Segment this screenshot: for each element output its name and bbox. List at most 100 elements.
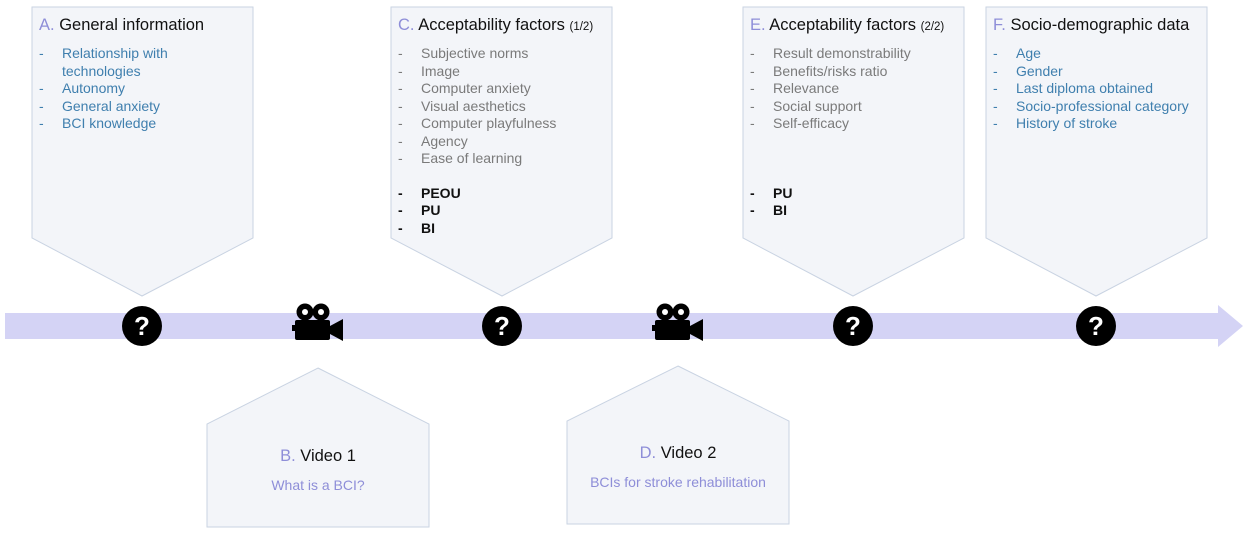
list-item: - Agency (398, 133, 610, 151)
list-item-text: Agency (421, 132, 468, 149)
dash-bullet: - (750, 62, 755, 79)
box-c-shape (390, 6, 613, 297)
list-item: -Subjective norms (398, 45, 610, 63)
list-item: - Benefits/risks ratio (750, 63, 962, 81)
dash-bullet: - (398, 219, 403, 236)
section-title: Video 2 (660, 444, 717, 462)
section-letter: F. (993, 16, 1006, 34)
item-list: - Result demonstrability - Benefits/risks r… (750, 45, 962, 133)
list-item-text: Relationship with (62, 45, 168, 61)
section-title: Acceptability factors (418, 16, 565, 34)
question-circle-icon: ? (833, 306, 873, 346)
list-item-text: Age (1016, 45, 1041, 61)
section-suffix: (2/2) (920, 21, 945, 33)
list-item-text: Last diploma obtained (1016, 80, 1153, 96)
video-1-subtitle: What is a BCI? (271, 477, 365, 493)
dash-bullet: - (39, 45, 44, 61)
dash-bullet: - (398, 45, 403, 61)
list-item-text: Image (421, 62, 460, 79)
list-item: -Autonomy (39, 80, 249, 98)
svg-text:?: ? (494, 311, 510, 341)
video-2-title: D. Video 2 (567, 444, 789, 463)
section-letter: E. (750, 16, 766, 34)
dash-bullet: - (398, 150, 403, 166)
dash-bullet: - (750, 115, 755, 131)
dash-bullet: - (750, 184, 755, 201)
dash-bullet: - (39, 97, 44, 114)
list-item: - Last diploma obtained (993, 80, 1205, 98)
dash-bullet: - (398, 115, 403, 131)
list-item-text: Relevance (773, 80, 840, 96)
dash-bullet: - (993, 115, 998, 131)
section-letter: B. (280, 447, 296, 465)
list-item: - Visual aesthetics (398, 98, 610, 116)
list-item-text: Visual aesthetics (421, 97, 526, 114)
list-item: - General anxiety (39, 98, 249, 116)
box-acceptability-factors-2: E. Acceptability factors (2/2) - Result d… (750, 16, 962, 220)
box-d-shape (566, 365, 790, 525)
section-letter: D. (639, 444, 657, 462)
list-item: - Relationship with (39, 45, 249, 63)
dash-bullet: - (398, 184, 403, 201)
box-title: F. Socio-demographic data (993, 16, 1205, 35)
list-item: -Relevance (750, 80, 962, 98)
list-item: - BI (398, 220, 610, 238)
video-camera-icon (652, 303, 703, 341)
dash-bullet: - (39, 80, 44, 96)
section-title: General information (59, 16, 205, 34)
list-item: -Socio-professional category (993, 98, 1205, 116)
box-general-information: A. General information - Relationship wit… (39, 16, 249, 133)
item-list: -Subjective norms-Image-Computer anxiety… (398, 45, 610, 168)
box-acceptability-factors-1: C. Acceptability factors (1/2) -Subjecti… (398, 16, 610, 237)
box-title: C. Acceptability factors (1/2) (398, 16, 610, 35)
list-item-text: Benefits/risks ratio (773, 62, 888, 79)
box-f-shape (985, 6, 1208, 297)
list-item: - Gender (993, 63, 1205, 81)
dash-bullet: - (398, 202, 403, 218)
list-item-text: BI (421, 219, 435, 236)
dash-bullet: - (750, 202, 755, 218)
list-item-text: Computer playfulness (421, 115, 557, 131)
svg-text:?: ? (134, 311, 150, 341)
video-1-title: B. Video 1 (207, 447, 429, 466)
list-item: - Social support (750, 98, 962, 116)
box-a-shape (31, 6, 254, 297)
video-camera-icon (292, 303, 343, 341)
dash-bullet: - (398, 132, 403, 149)
list-item: technologies (39, 63, 249, 81)
section-letter: A. (39, 16, 55, 34)
section-letter: C. (398, 16, 415, 34)
question-circle-icon: ? (122, 306, 162, 346)
list-item-text: General anxiety (62, 97, 161, 114)
dash-bullet: - (993, 97, 998, 114)
dash-bullet: - (39, 115, 44, 131)
item-list: - Age - Gender - Last diploma obtained -Socio-… (993, 45, 1205, 133)
box-title: E. Acceptability factors (2/2) (750, 16, 962, 35)
dash-bullet: - (398, 80, 403, 96)
list-item-text: BCI knowledge (62, 115, 157, 131)
dash-bullet: - (398, 97, 403, 114)
list-item: -BI (750, 202, 962, 220)
list-item-text: Gender (1016, 62, 1063, 79)
box-b-shape (206, 367, 430, 528)
list-item: - Computer playfulness (398, 115, 610, 133)
box-e-shape (742, 6, 965, 297)
list-item: -Computer anxiety (398, 80, 610, 98)
list-item-text: Result demonstrability (773, 45, 911, 61)
list-item-text: Social support (773, 97, 862, 114)
dash-bullet: - (750, 97, 755, 114)
dash-bullet: - (993, 62, 998, 79)
list-item: - BCI knowledge (39, 115, 249, 133)
list-item: -Image (398, 63, 610, 81)
list-item-text: PU (421, 202, 441, 218)
bold-item-list: -PU-BI (750, 185, 962, 220)
section-title: Socio-demographic data (1010, 16, 1190, 34)
list-item: -History of stroke (993, 115, 1205, 133)
list-item: -PEOU (398, 185, 610, 203)
box-socio-demographic-data: F. Socio-demographic data - Age - Gender - La… (993, 16, 1205, 133)
video-2-subtitle: BCIs for stroke rehabilitation (590, 474, 766, 490)
bold-item-list: -PEOU-PU-BI (398, 185, 610, 238)
dash-bullet: - (993, 80, 998, 96)
